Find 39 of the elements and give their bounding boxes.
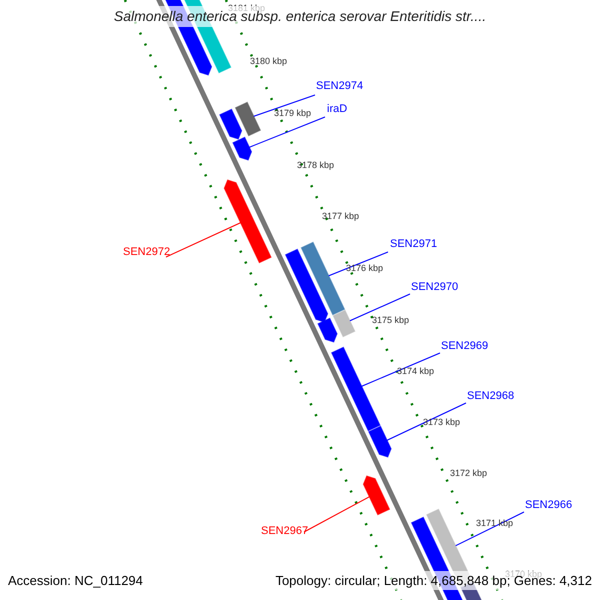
tick-label: 3177 kbp <box>322 212 360 221</box>
gene-block <box>232 136 252 161</box>
gene-label: SEN2966 <box>525 500 572 511</box>
gene-label: SEN2971 <box>390 239 438 250</box>
gene-block <box>362 475 390 516</box>
gene-block <box>234 102 262 136</box>
leader-line <box>349 294 410 322</box>
tick-label: 3180 kbp <box>250 57 288 66</box>
leader-line <box>328 252 388 276</box>
gene-label: iraD <box>327 104 348 115</box>
tick-label: 3172 kbp <box>450 469 488 478</box>
tick-label: 3175 kbp <box>372 316 410 325</box>
leader-line <box>304 496 370 532</box>
leader-line <box>386 402 466 441</box>
gene-block <box>284 248 328 323</box>
gene-block <box>332 310 356 338</box>
leader-line <box>253 94 316 117</box>
gene-label: SEN2967 <box>261 526 308 537</box>
gene-block <box>317 318 338 343</box>
tick-label: 3171 kbp <box>476 519 514 528</box>
gene-block <box>300 242 346 316</box>
gene-block <box>368 426 392 458</box>
gene-label: SEN2969 <box>441 341 488 352</box>
gene-label: SEN2974 <box>316 81 364 92</box>
tick-label: 3173 kbp <box>423 418 460 427</box>
leader-line <box>361 352 440 387</box>
tick-label: 3179 kbp <box>274 109 312 118</box>
leader-line <box>248 116 326 148</box>
gene-label: SEN2970 <box>411 282 458 293</box>
gene-block <box>224 179 272 264</box>
leader-line <box>455 512 524 546</box>
gene-label: SEN2972 <box>123 247 170 258</box>
gene-label: SEN2968 <box>467 391 514 402</box>
gene-block <box>330 346 381 432</box>
leader-line <box>166 222 242 258</box>
tick-label: 3174 kbp <box>397 367 434 376</box>
gene-block <box>219 108 242 140</box>
tick-label: 3178 kbp <box>297 161 334 170</box>
tick-label: 3176 kbp <box>346 264 384 273</box>
